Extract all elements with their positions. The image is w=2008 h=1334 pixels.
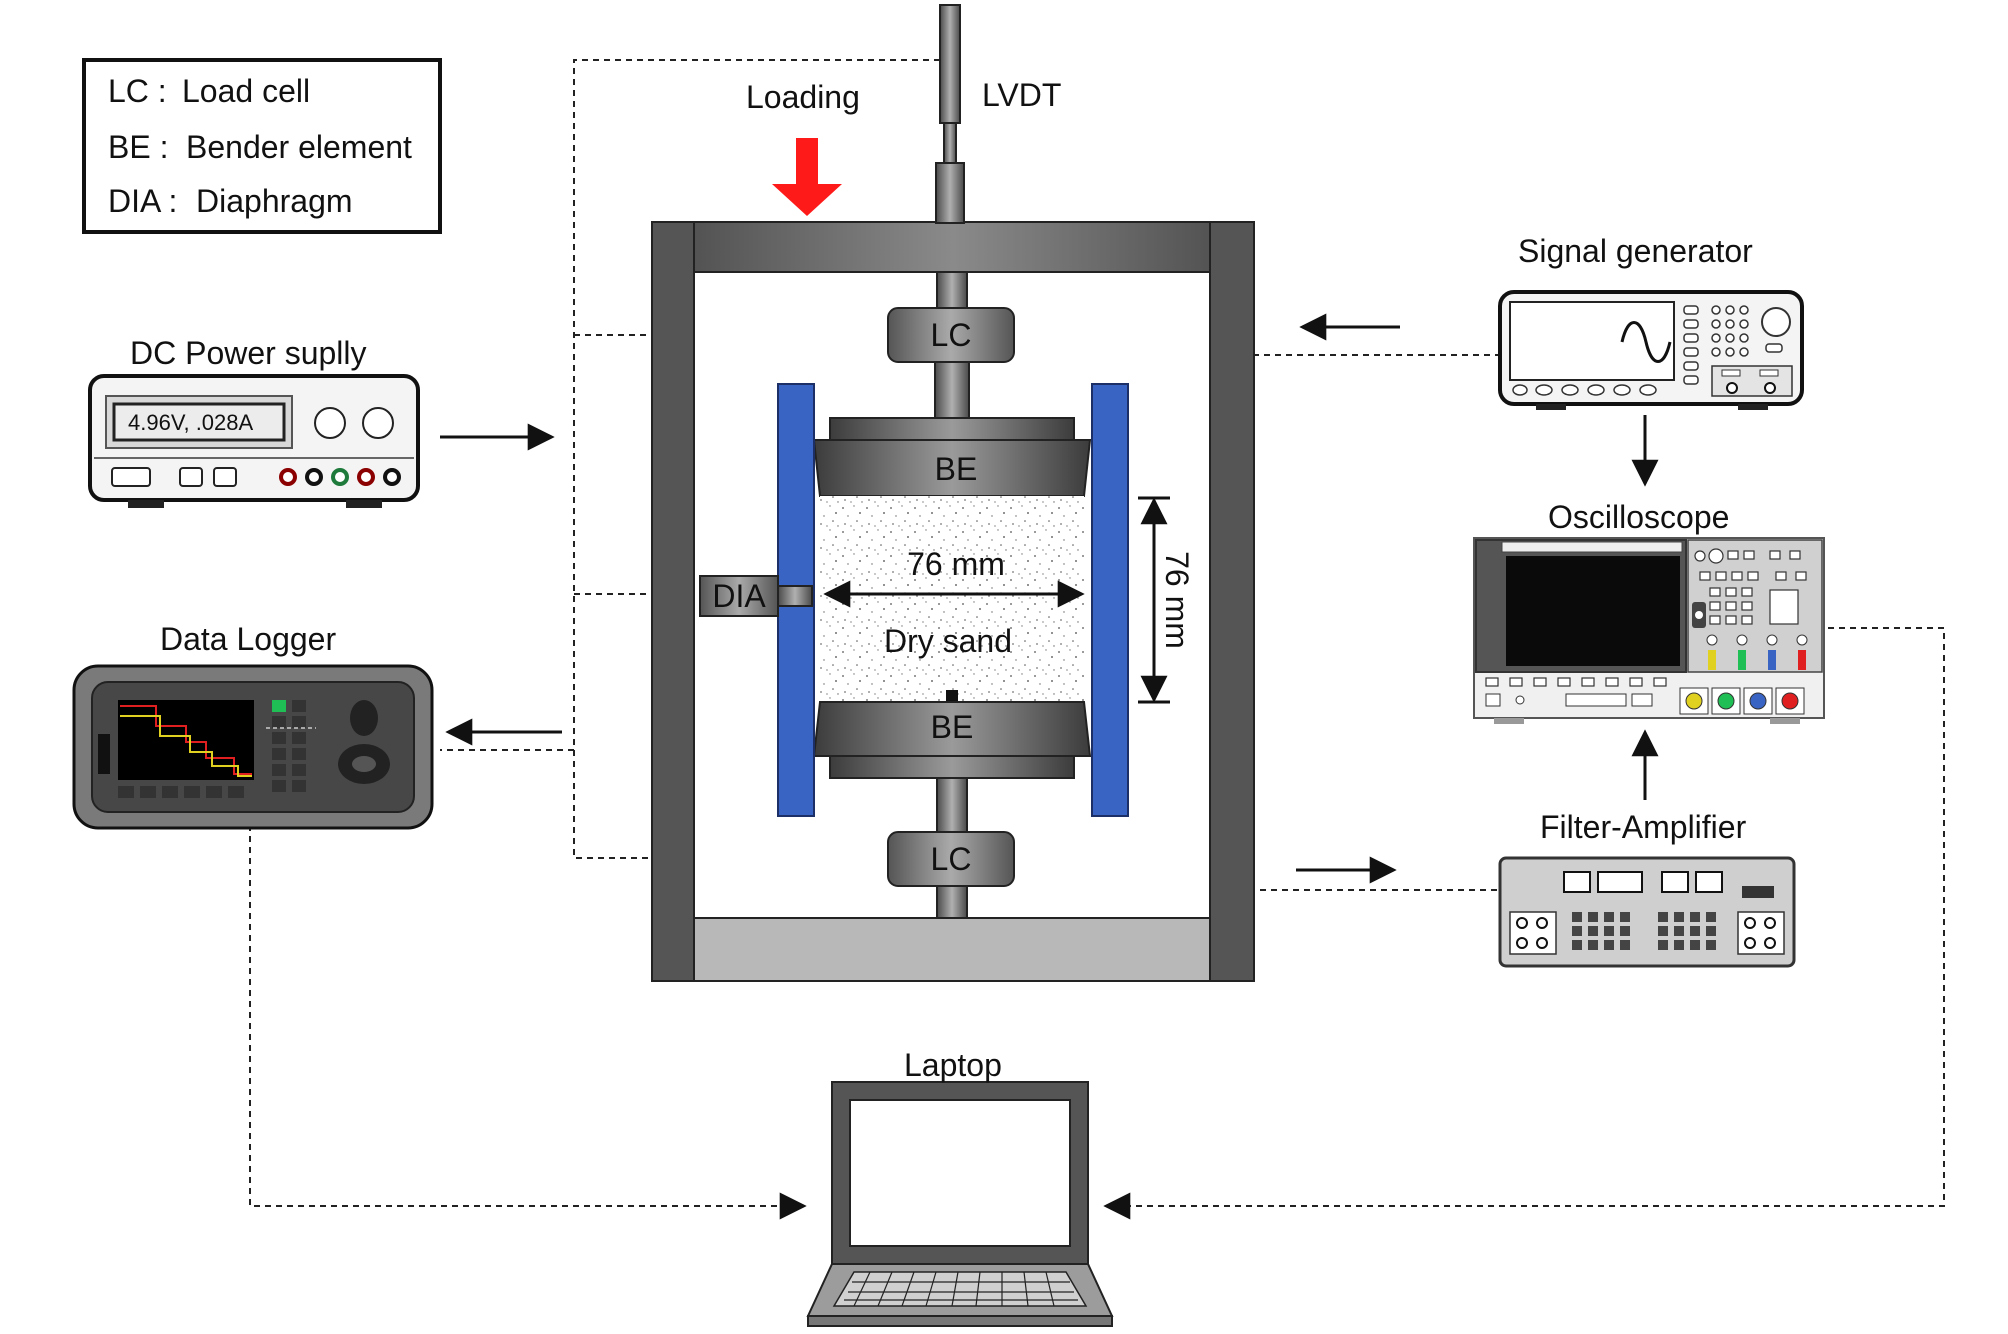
wire-siggen-be	[1031, 354, 1500, 420]
filter-amplifier	[1498, 856, 1796, 968]
label-lc-top: LC	[931, 317, 972, 353]
label-dia: DIA	[712, 578, 766, 614]
label-be-bottom: BE	[931, 709, 974, 745]
dc-display-readout: 4.96V, .028A	[128, 410, 254, 435]
label-laptop: Laptop	[904, 1047, 1002, 1083]
loading-arrow	[772, 138, 842, 216]
signal-generator	[1498, 290, 1804, 410]
legend-abbr-be: BE :	[108, 129, 168, 165]
diaphragm-sensor	[699, 575, 813, 617]
dimension-lines	[823, 496, 1170, 704]
lvdt-sensor	[935, 4, 965, 224]
legend-abbr-lc: LC :	[108, 73, 167, 109]
label-oscilloscope: Oscilloscope	[1548, 499, 1729, 535]
label-data-logger: Data Logger	[160, 621, 336, 657]
oscilloscope	[1473, 537, 1825, 724]
legend-desc-dia: Diaphragm	[196, 183, 353, 219]
sand-specimen	[820, 496, 1084, 702]
bender-element-bottom	[946, 690, 958, 702]
bottom-cap	[812, 690, 1092, 779]
label-be-top: BE	[935, 451, 978, 487]
lower-load-train	[887, 777, 1015, 919]
wire-logger-laptop	[249, 825, 800, 1207]
label-loading: Loading	[746, 79, 860, 115]
data-logger	[72, 664, 434, 830]
dc-power-supply	[88, 374, 420, 508]
legend-abbr-dia: DIA :	[108, 183, 177, 219]
label-height-dimension: 76 mm	[1159, 551, 1195, 649]
label-lc-bottom: LC	[931, 841, 972, 877]
label-lvdt: LVDT	[982, 77, 1061, 113]
legend-desc-lc: Load cell	[182, 73, 310, 109]
label-filter-amplifier: Filter-Amplifier	[1540, 809, 1747, 845]
label-signal-generator: Signal generator	[1518, 233, 1753, 269]
upper-load-train	[887, 271, 1015, 419]
flow-arrows	[440, 313, 1659, 1220]
label-width-dimension: 76 mm	[907, 546, 1005, 582]
top-cap	[812, 417, 1092, 510]
wire-scope-laptop	[1110, 627, 1945, 1207]
label-dc-power: DC Power suplly	[130, 335, 367, 371]
side-plate-right	[1091, 383, 1129, 817]
label-specimen: Dry sand	[884, 623, 1012, 659]
legend-box: LC : Load cell BE : Bender element DIA :…	[82, 58, 442, 234]
laptop	[806, 1081, 1114, 1327]
legend-desc-be: Bender element	[186, 129, 412, 165]
